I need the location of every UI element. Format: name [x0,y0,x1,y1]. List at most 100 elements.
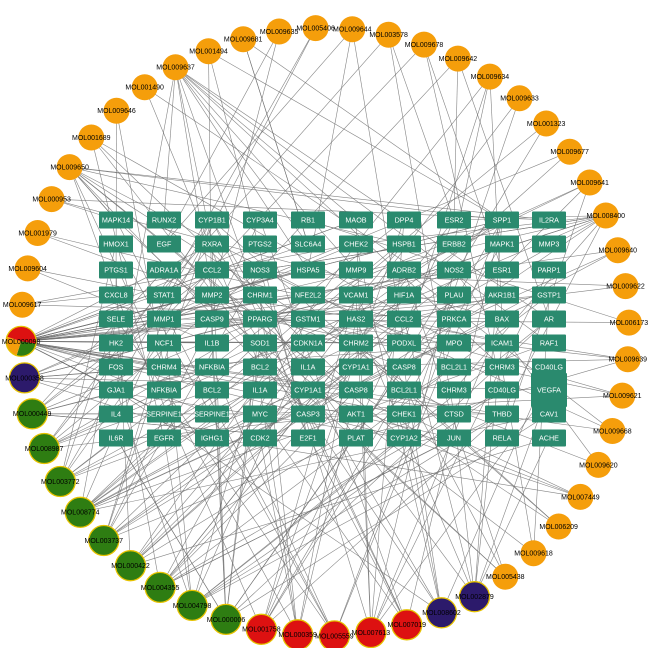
gene-node[interactable]: JUN [437,429,471,447]
compound-node[interactable]: MOL008987 [25,432,64,465]
gene-node[interactable]: NFKBIA [195,358,229,376]
gene-node[interactable]: HMOX1 [99,235,133,253]
gene-node[interactable]: CDKN1A [291,334,325,352]
gene-node[interactable]: CYP1A2 [387,429,421,447]
gene-node[interactable]: THBD [485,405,519,423]
gene-node[interactable]: EGFR [147,429,181,447]
gene-node[interactable]: SLC6A4 [291,235,325,253]
compound-node[interactable]: MOL004355 [141,571,180,604]
gene-node[interactable]: GSTM1 [291,310,325,328]
gene-node[interactable]: SERPINE1 [146,405,182,423]
compound-node[interactable]: MOL009637 [156,54,195,81]
compound-node[interactable]: MOL009642 [439,45,478,72]
gene-node[interactable]: CYP1A1 [291,381,325,399]
compound-node[interactable]: MOL007613 [352,616,391,648]
gene-node[interactable]: MAPK14 [99,211,133,229]
compound-node[interactable]: MOL005438 [486,563,525,590]
compound-node[interactable]: MOL003578 [369,21,408,48]
gene-node[interactable]: E2F1 [291,429,325,447]
compound-node[interactable]: MOL009622 [606,273,645,300]
gene-node[interactable]: IL1A [291,358,325,376]
gene-node[interactable]: BCL2 [243,358,277,376]
compound-node[interactable]: MOL009639 [609,346,648,373]
gene-node[interactable]: NCF1 [147,334,181,352]
compound-node[interactable]: MOL000098 [2,325,41,358]
gene-node[interactable]: CAV1 [532,405,566,423]
gene-node[interactable]: HIF1A [387,286,421,304]
gene-node[interactable]: CDK2 [243,429,277,447]
compound-node[interactable]: MOL009678 [405,31,444,58]
gene-node[interactable]: MMP2 [195,286,229,304]
gene-node[interactable]: CHEK1 [387,405,421,423]
compound-node[interactable]: MOL004798 [173,589,212,622]
gene-node[interactable]: FOS [99,358,133,376]
compound-node[interactable]: MOL009646 [97,97,136,124]
gene-node[interactable]: SELE [99,310,133,328]
gene-node[interactable]: PODXL [387,334,421,352]
compound-node[interactable]: MOL003737 [85,524,124,557]
gene-node[interactable]: RXRA [195,235,229,253]
gene-node[interactable]: BCL2L1 [437,358,471,376]
gene-node[interactable]: MYC [243,405,277,423]
compound-node[interactable]: MOL000359 [278,619,317,648]
gene-node[interactable]: IL1A [243,381,277,399]
compound-node[interactable]: MOL009621 [603,382,642,409]
compound-node[interactable]: MOL001979 [18,220,57,246]
gene-node[interactable]: MMP3 [532,235,566,253]
compound-node[interactable]: MOL009617 [3,291,42,318]
gene-node[interactable]: ESR1 [485,261,519,279]
gene-node[interactable]: PRKCA [437,310,471,328]
compound-node[interactable]: MOL009681 [224,26,263,53]
gene-node[interactable]: MMP1 [147,310,181,328]
gene-node[interactable]: CCL2 [387,310,421,328]
gene-node[interactable]: IL4 [99,405,133,423]
compound-node[interactable]: MOL005406 [296,15,335,42]
compound-node[interactable]: MOL005559 [315,620,354,648]
gene-node[interactable]: PTGS1 [99,261,133,279]
gene-node[interactable]: NOS2 [437,261,471,279]
gene-node[interactable]: AKR1B1 [485,286,519,304]
compound-node[interactable]: MOL001490 [125,74,164,101]
gene-node[interactable]: CD40LG [485,381,519,399]
compound-node[interactable]: MOL001323 [527,110,566,137]
gene-node[interactable]: STAT1 [147,286,181,304]
gene-node[interactable]: CXCL8 [99,286,133,304]
gene-node[interactable]: BCL2 [195,381,229,399]
gene-node[interactable]: PTGS2 [243,235,277,253]
compound-node[interactable]: MOL009650 [50,154,89,181]
gene-node[interactable]: IL1B [195,334,229,352]
gene-node[interactable]: GJA1 [99,381,133,399]
compound-node[interactable]: MOL007449 [561,483,600,510]
compound-node[interactable]: MOL008602 [422,597,461,629]
gene-node[interactable]: AKT1 [339,405,373,423]
gene-node[interactable]: HSPA5 [291,261,325,279]
gene-node[interactable]: CHRM3 [485,358,519,376]
gene-node[interactable]: CYP3A4 [243,211,277,229]
gene-node[interactable]: SOD1 [243,334,277,352]
gene-node[interactable]: SPP1 [485,211,519,229]
gene-node[interactable]: RELA [485,429,519,447]
gene-node[interactable]: VEGFA [531,373,567,407]
compound-node[interactable]: MOL001689 [72,124,111,151]
gene-node[interactable]: NOS3 [243,261,277,279]
compound-node[interactable]: MOL006209 [539,513,578,540]
gene-node[interactable]: NFE2L2 [291,286,325,304]
gene-node[interactable]: PARP1 [532,261,566,279]
gene-node[interactable]: ESR2 [437,211,471,229]
compound-node[interactable]: MOL001494 [189,38,228,65]
compound-node[interactable]: MOL009640 [599,237,638,264]
gene-node[interactable]: CHRM1 [243,286,277,304]
compound-node[interactable]: MOL009644 [333,16,372,43]
gene-node[interactable]: RAF1 [532,334,566,352]
compound-node[interactable]: MOL007019 [388,609,427,641]
gene-node[interactable]: EGF [147,235,181,253]
gene-node[interactable]: RUNX2 [147,211,181,229]
compound-node[interactable]: MOL009604 [8,255,47,282]
gene-node[interactable]: MAPK1 [485,235,519,253]
gene-node[interactable]: MMP9 [339,261,373,279]
compound-node[interactable]: MOL000358 [5,362,44,394]
gene-node[interactable]: IL6R [99,429,133,447]
compound-node[interactable]: MOL000422 [111,550,150,582]
gene-node[interactable]: PPARG [243,310,277,328]
compound-node[interactable]: MOL009620 [579,451,618,478]
